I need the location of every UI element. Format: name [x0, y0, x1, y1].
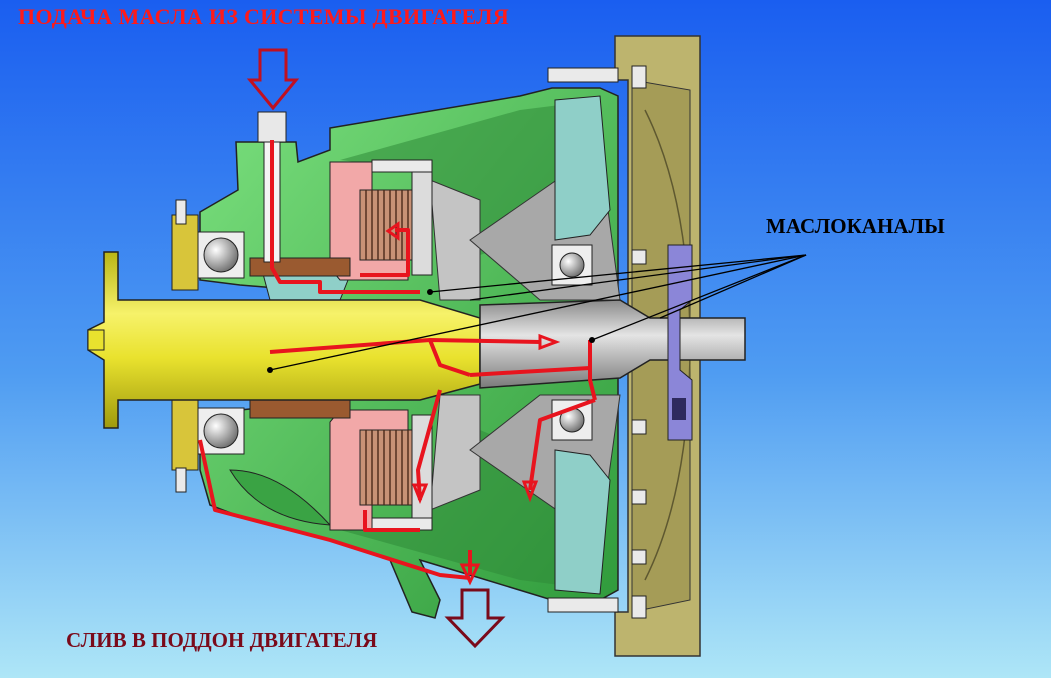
- friction-disc-pack-top: [359, 189, 413, 261]
- oil-flow-paths: [198, 140, 597, 580]
- friction-disc-pack-bottom: [359, 429, 413, 506]
- housing-bolts: [175, 65, 647, 619]
- oil-drain-arrow-icon: [444, 588, 506, 649]
- oil-flow-arrowheads: [385, 221, 561, 586]
- oil-supply-label: ПОДАЧА МАСЛА ИЗ СИСТЕМЫ ДВИГАТЕЛЯ: [18, 4, 510, 29]
- oil-channels-label: МАСЛОКАНАЛЫ: [766, 214, 945, 238]
- oil-channel-points: [267, 289, 595, 373]
- oil-channel-callout-lines: [269, 254, 807, 371]
- input-shaft: [87, 251, 481, 429]
- bearing-front-bottom: [197, 407, 245, 455]
- front-seal: [171, 214, 199, 471]
- bearing-rear-bottom: [551, 399, 593, 441]
- pressure-plates: [371, 159, 433, 531]
- drain-label: СЛИВ В ПОДДОН ДВИГАТЕЛЯ: [66, 628, 378, 652]
- output-flange: [667, 244, 693, 441]
- teal-liners: [261, 95, 611, 595]
- bearing-front-top: [197, 231, 245, 279]
- oil-supply-arrow-icon: [246, 48, 300, 111]
